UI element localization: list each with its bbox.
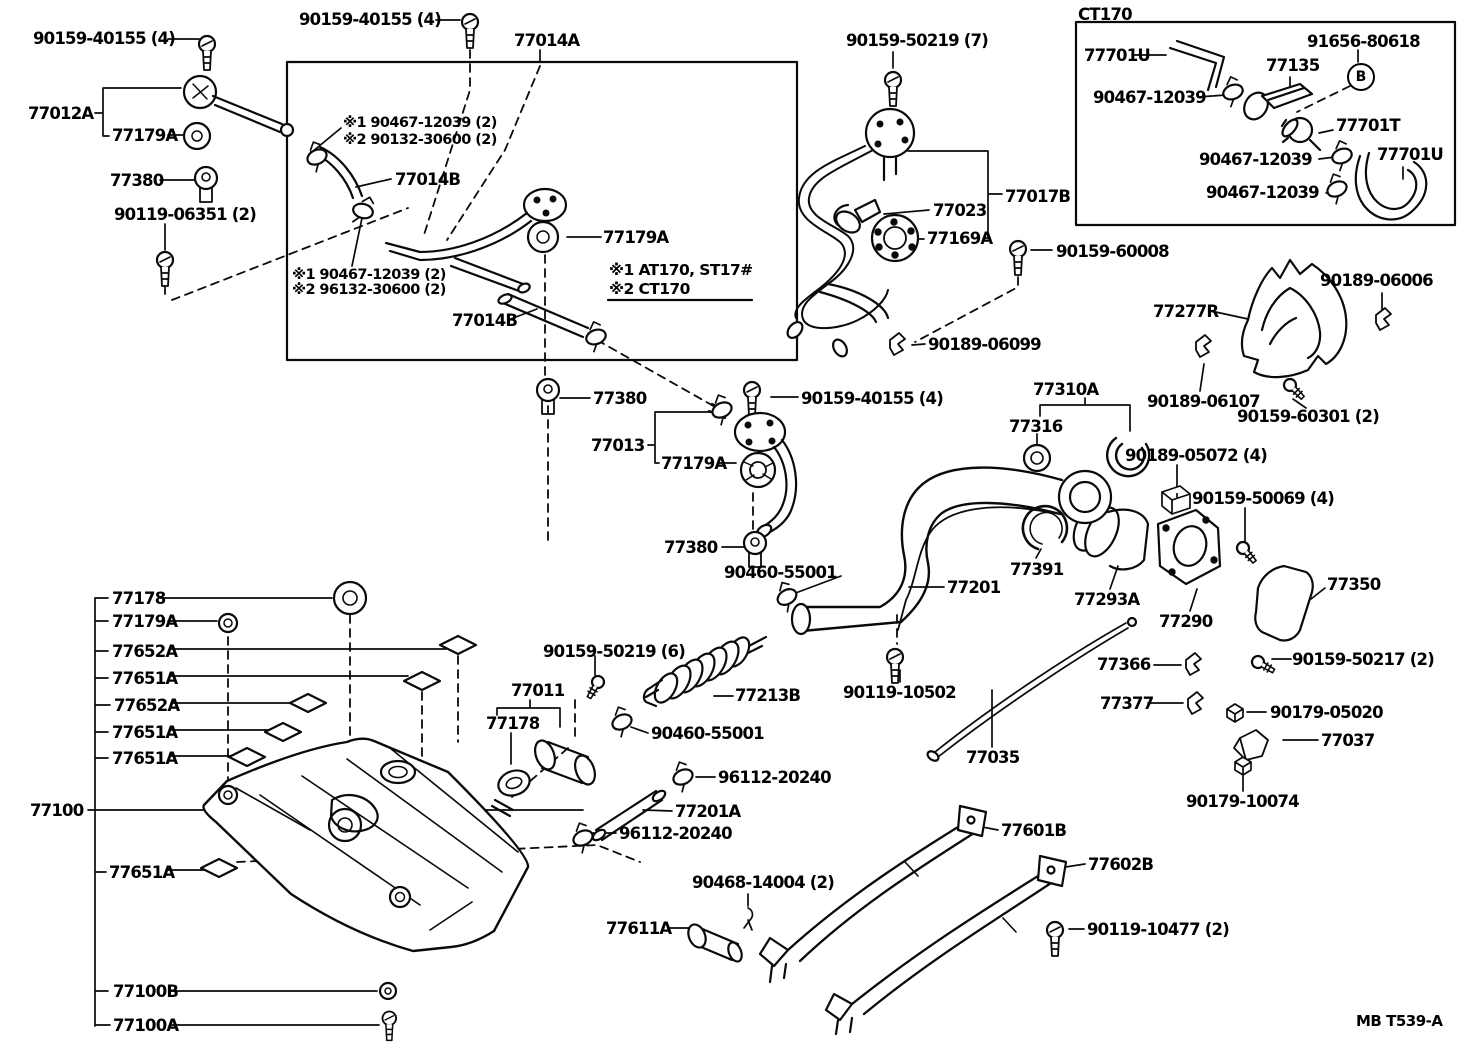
part-label: 77213B	[735, 686, 801, 705]
part-label: 77601B	[1001, 821, 1067, 840]
part-label: 90159-50069 (4)	[1192, 489, 1335, 508]
part-label: 90119-06351 (2)	[114, 205, 257, 224]
part-label: 77652A	[114, 696, 180, 715]
part-label: 96112-20240	[718, 768, 832, 787]
part-label: 77179A	[112, 612, 178, 631]
part-label: 90119-10502	[843, 683, 957, 702]
part-label: ※1 90467-12039 (2)	[343, 115, 497, 131]
part-label: 77017B	[1005, 187, 1071, 206]
part-label: 77651A	[109, 863, 175, 882]
part-label: 77013	[591, 436, 645, 455]
part-label: 90159-50219 (6)	[543, 642, 686, 661]
part-label: 90159-60008	[1056, 242, 1170, 261]
part-label: 77201	[947, 578, 1001, 597]
part-label: 90179-10074	[1186, 792, 1300, 811]
part-label: 90159-40155 (4)	[299, 10, 442, 29]
part-label: 77391	[1010, 560, 1064, 579]
part-label: 77169A	[927, 229, 993, 248]
part-label: 77179A	[661, 454, 727, 473]
circled-letter-b: B	[1347, 63, 1375, 91]
part-label: 90460-55001	[651, 724, 765, 743]
part-label: 77611A	[606, 919, 672, 938]
part-label: 90159-40155 (4)	[801, 389, 944, 408]
part-label: 77023	[933, 201, 987, 220]
part-label: 77014A	[514, 31, 580, 50]
part-label: 90467-12039	[1199, 150, 1313, 169]
part-label: 90179-05020	[1270, 703, 1384, 722]
part-label: 77014B	[452, 311, 518, 330]
part-label: 90159-40155 (4)	[33, 29, 176, 48]
inset-title: CT170	[1078, 5, 1133, 24]
part-label: 90189-06107	[1147, 392, 1261, 411]
part-label: 77037	[1321, 731, 1375, 750]
part-label: 77380	[110, 171, 164, 190]
part-label: ※2 90132-30600 (2)	[343, 132, 497, 148]
part-label: 77350	[1327, 575, 1381, 594]
note-line: ※1 AT170, ST17#	[609, 261, 753, 279]
part-label: 90467-12039	[1093, 88, 1207, 107]
part-label: 90119-10477 (2)	[1087, 920, 1230, 939]
part-label: 77100	[30, 801, 84, 820]
part-label: 77366	[1097, 655, 1151, 674]
part-label: 77011	[511, 681, 565, 700]
note-line: ※2 CT170	[609, 280, 690, 298]
part-label: 77014B	[395, 170, 461, 189]
part-label: 77135	[1266, 56, 1320, 75]
part-label: 77701U	[1377, 145, 1444, 164]
part-label: ※2 96132-30600 (2)	[292, 282, 446, 298]
part-label: 77651A	[112, 669, 178, 688]
part-label: 77179A	[603, 228, 669, 247]
assembly-box	[285, 60, 799, 362]
diagram-code: MB T539-A	[1356, 1012, 1443, 1030]
part-label: 90467-12039	[1206, 183, 1320, 202]
part-label: 77316	[1009, 417, 1063, 436]
part-label: 77201A	[675, 802, 741, 821]
part-label: 77012A	[28, 104, 94, 123]
part-label: 77179A	[112, 126, 178, 145]
part-label: 77290	[1159, 612, 1213, 631]
part-label: 77602B	[1088, 855, 1154, 874]
part-label: 96112-20240	[619, 824, 733, 843]
part-label: 77701T	[1336, 116, 1401, 135]
part-label: 77293A	[1074, 590, 1140, 609]
part-label: 77652A	[112, 642, 178, 661]
part-label: 77100B	[113, 982, 179, 1001]
part-label: 77651A	[112, 723, 178, 742]
part-label: 90189-05072 (4)	[1125, 446, 1268, 465]
part-label: 91656-80618	[1307, 32, 1421, 51]
part-label: 77701U	[1084, 46, 1151, 65]
part-label: ※1 90467-12039 (2)	[292, 267, 446, 283]
part-label: 77310A	[1033, 380, 1099, 399]
part-label: 77380	[664, 538, 718, 557]
part-label: 77651A	[112, 749, 178, 768]
part-label: 77035	[966, 748, 1020, 767]
part-label: 77277R	[1153, 302, 1219, 321]
part-label: 77178	[112, 589, 166, 608]
part-label: 77377	[1100, 694, 1154, 713]
part-label: 90189-06006	[1320, 271, 1434, 290]
part-label: 90468-14004 (2)	[692, 873, 835, 892]
part-label: 90159-50217 (2)	[1292, 650, 1435, 669]
leader-lines	[87, 19, 1404, 1027]
part-label: 90460-55001	[724, 563, 838, 582]
part-label: 77178	[486, 714, 540, 733]
ct170-inset-box	[1074, 20, 1457, 227]
part-label: 90159-50219 (7)	[846, 31, 989, 50]
part-label: 77380	[593, 389, 647, 408]
part-label: 90159-60301 (2)	[1237, 407, 1380, 426]
part-label: 77100A	[113, 1016, 179, 1035]
part-shapes	[155, 12, 1428, 1042]
part-label: 90189-06099	[928, 335, 1042, 354]
